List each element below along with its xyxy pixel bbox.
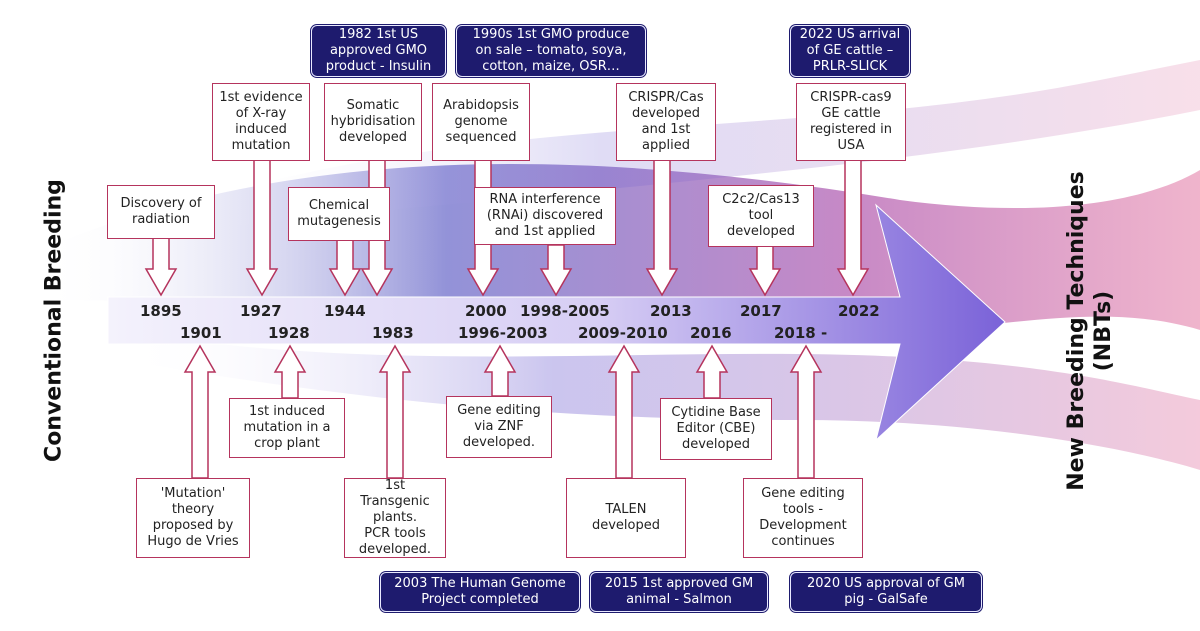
- up-pointer-arrow: [789, 344, 823, 479]
- nbt-label-line1: New Breeding Techniques: [1064, 171, 1089, 491]
- year-bottom: 2016: [690, 324, 732, 342]
- nbt-label-line2: (NBTs): [1091, 290, 1116, 372]
- highlight-box-bottom: 2020 US approval of GM pig - GalSafe: [790, 572, 982, 612]
- conventional-breeding-label: Conventional Breeding: [41, 179, 67, 462]
- event-box-bottom: 1st Transgenic plants. PCR tools develop…: [344, 478, 446, 558]
- event-box-top: C2c2/Cas13 tool developed: [708, 185, 814, 247]
- highlight-box-top: 1982 1st US approved GMO product - Insul…: [311, 25, 446, 77]
- event-box-top: Discovery of radiation: [107, 185, 215, 239]
- event-box-top: Chemical mutagenesis: [288, 187, 390, 241]
- year-top: 1944: [324, 302, 366, 320]
- event-box-top: 1st evidence of X-ray induced mutation: [212, 83, 310, 161]
- event-box-top: Arabidopsis genome sequenced: [432, 83, 530, 161]
- event-box-bottom: Cytidine Base Editor (CBE) developed: [660, 398, 772, 460]
- timeline-arrow: [107, 203, 1006, 442]
- year-bottom: 2009-2010: [578, 324, 668, 342]
- up-pointer-arrow: [273, 344, 307, 399]
- up-pointer-arrow: [483, 344, 517, 397]
- highlight-box-top: 1990s 1st GMO produce on sale – tomato, …: [456, 25, 646, 77]
- down-pointer-arrow: [328, 239, 362, 297]
- event-box-top: RNA interference (RNAi) discovered and 1…: [474, 187, 616, 245]
- up-pointer-arrow: [695, 344, 729, 399]
- event-box-top: CRISPR-cas9 GE cattle registered in USA: [796, 83, 906, 161]
- event-box-top: Somatic hybridisation developed: [324, 83, 422, 161]
- down-pointer-arrow: [245, 159, 279, 297]
- year-bottom: 1983: [372, 324, 414, 342]
- year-top: 1895: [140, 302, 182, 320]
- year-top: 2013: [650, 302, 692, 320]
- event-box-bottom: Gene editing via ZNF developed.: [446, 396, 552, 458]
- down-pointer-arrow: [836, 159, 870, 297]
- event-box-top: CRISPR/Cas developed and 1st applied: [616, 83, 716, 161]
- down-pointer-arrow: [144, 237, 178, 297]
- year-bottom: 1901: [180, 324, 222, 342]
- event-box-bottom: Gene editing tools - Development continu…: [743, 478, 863, 558]
- highlight-box-bottom: 2015 1st approved GM animal - Salmon: [590, 572, 768, 612]
- event-box-bottom: 'Mutation' theory proposed by Hugo de Vr…: [136, 478, 250, 558]
- up-pointer-arrow: [607, 344, 641, 479]
- year-top: 1927: [240, 302, 282, 320]
- down-pointer-arrow: [748, 245, 782, 297]
- highlight-box-bottom: 2003 The Human Genome Project completed: [380, 572, 580, 612]
- up-pointer-arrow: [183, 344, 217, 479]
- upward-pointers: [183, 344, 823, 479]
- year-top: 2000: [465, 302, 507, 320]
- event-box-bottom: TALEN developed: [566, 478, 686, 558]
- nbt-label: New Breeding Techniques (NBTs): [1063, 151, 1117, 511]
- event-box-bottom: 1st induced mutation in a crop plant: [229, 398, 345, 458]
- up-pointer-arrow: [378, 344, 412, 479]
- down-pointer-arrow: [645, 159, 679, 297]
- highlight-box-top: 2022 US arrival of GE cattle – PRLR-SLIC…: [790, 25, 910, 77]
- year-top: 1998-2005: [520, 302, 610, 320]
- year-bottom: 1928: [268, 324, 310, 342]
- year-bottom: 2018 -: [774, 324, 828, 342]
- year-top: 2022: [838, 302, 880, 320]
- year-top: 2017: [740, 302, 782, 320]
- down-pointer-arrow: [539, 244, 573, 297]
- year-bottom: 1996-2003: [458, 324, 548, 342]
